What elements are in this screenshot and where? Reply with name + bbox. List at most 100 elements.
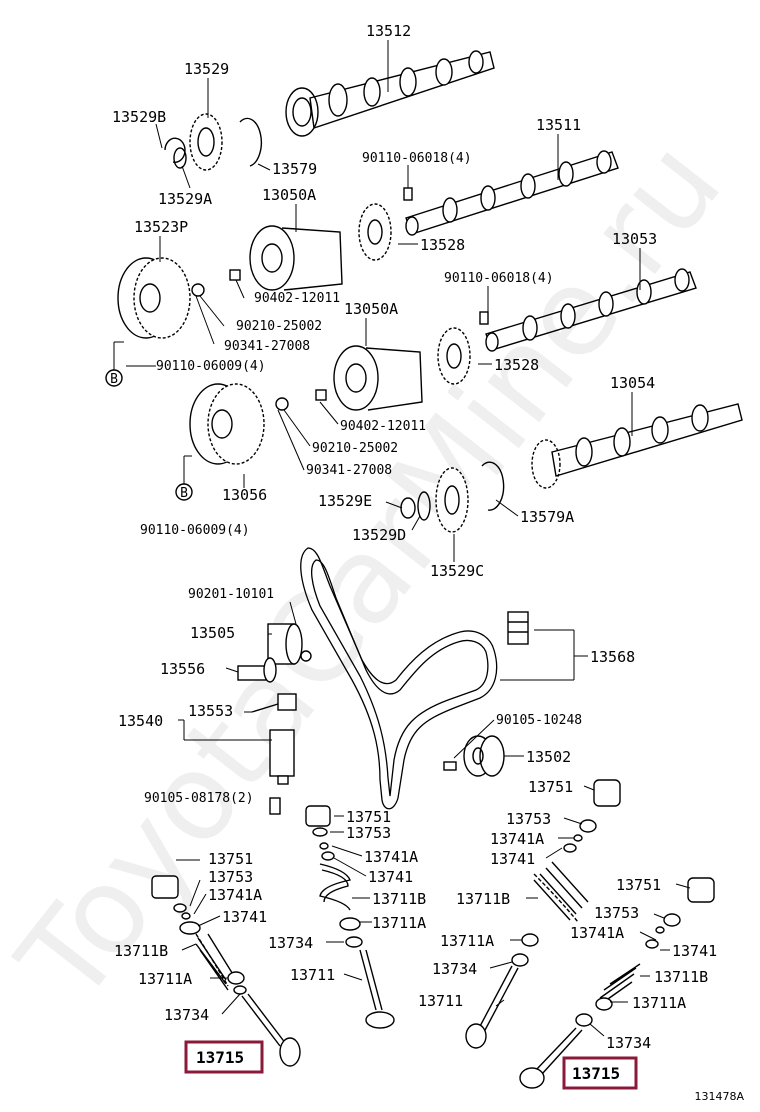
label-13579: 13579 (272, 160, 317, 178)
snap-ring-13529b (164, 137, 186, 163)
label-90341-27008-b: 90341-27008 (306, 463, 392, 478)
label-13751-b: 13751 (346, 808, 391, 826)
label-90341-27008-a: 90341-27008 (224, 339, 310, 354)
label-13050a-b: 13050A (344, 300, 398, 318)
label-13711a-b: 13711A (372, 914, 426, 932)
idler-13505 (267, 623, 312, 665)
bolt-90110-06018-a (403, 187, 413, 201)
label-13553: 13553 (188, 702, 233, 720)
valve-set-left (151, 875, 301, 1067)
svg-text:B: B (180, 486, 188, 501)
label-13753-c: 13753 (208, 868, 253, 886)
label-90105-10248: 90105-10248 (496, 713, 582, 728)
vvt-gear-13050a-upper (249, 225, 343, 291)
label-13753-d: 13753 (594, 904, 639, 922)
washer-90210-25002-b (275, 397, 289, 411)
valve-set-2 (305, 805, 395, 1029)
label-13556: 13556 (160, 660, 205, 678)
leader-lines (113, 40, 691, 1037)
label-13529c: 13529C (430, 562, 484, 580)
label-13711a-a: 13711A (440, 932, 494, 950)
label-13056: 13056 (222, 486, 267, 504)
label-13528-a: 13528 (420, 236, 465, 254)
label-13753-a: 13753 (506, 810, 551, 828)
label-13529d: 13529D (352, 526, 406, 544)
label-13741a-d: 13741A (570, 924, 624, 942)
washer-90210-25002-a (191, 283, 205, 297)
label-90110-06018-a: 90110-06018(4) (362, 151, 472, 166)
label-13753-b: 13753 (346, 824, 391, 842)
timing-belt (300, 547, 498, 810)
label-13511: 13511 (536, 116, 581, 134)
camshaft-13511 (405, 150, 619, 236)
label-13711-b: 13711 (290, 966, 335, 984)
label-13711b-d: 13711B (654, 968, 708, 986)
highlight-box-13715-left (184, 1040, 264, 1074)
idler-13502 (463, 735, 505, 777)
label-90402-12011-a: 90402-12011 (254, 291, 340, 306)
label-13741a-c: 13741A (208, 886, 262, 904)
bolt-90105-10248 (443, 761, 457, 771)
label-13053: 13053 (612, 230, 657, 248)
label-13741a-b: 13741A (364, 848, 418, 866)
label-13715-left: 13715 (196, 1048, 244, 1067)
label-13512: 13512 (366, 22, 411, 40)
label-13529: 13529 (184, 60, 229, 78)
label-13711b-b: 13711B (372, 890, 426, 908)
label-90105-08178: 90105-08178(2) (144, 791, 254, 806)
label-90110-06009-a: 90110-06009(4) (156, 359, 266, 374)
label-13050a-a: 13050A (262, 186, 316, 204)
sprocket-13529 (189, 113, 223, 171)
label-13751-d: 13751 (616, 876, 661, 894)
gear-13528-upper (358, 203, 392, 261)
snap-ring-13579 (239, 117, 263, 167)
label-13529b: 13529B (112, 108, 166, 126)
tensioner-13540 (251, 693, 297, 785)
label-13711b-c: 13711B (114, 942, 168, 960)
label-13054: 13054 (610, 374, 655, 392)
label-13529e: 13529E (318, 492, 372, 510)
label-13741-a: 13741 (490, 850, 535, 868)
camshaft-13512 (285, 50, 495, 137)
gear-13528-lower (437, 327, 471, 385)
label-13711b-a: 13711B (456, 890, 510, 908)
svg-text:B: B (110, 372, 118, 387)
label-90201-10101: 90201-10101 (188, 587, 274, 602)
label-13741-b: 13741 (368, 868, 413, 886)
figure-id: 131478A (694, 1090, 744, 1103)
label-13505: 13505 (190, 624, 235, 642)
label-13540: 13540 (118, 712, 163, 730)
label-13734-d: 13734 (606, 1034, 651, 1052)
pin-13529d (417, 491, 431, 521)
label-90110-06018-b: 90110-06018(4) (444, 271, 554, 286)
label-13523p: 13523P (134, 218, 188, 236)
timing-belt-inner (310, 559, 489, 797)
bolt-13556 (237, 657, 277, 683)
pulley-13056 (189, 383, 265, 465)
valve-set-3 (465, 779, 621, 1049)
label-13734-b: 13734 (268, 934, 313, 952)
label-13751-a: 13751 (528, 778, 573, 796)
label-90110-06009-b: 90110-06009(4) (140, 523, 250, 538)
part-labels: 13512 13529 13529B 13579 13529A 13511 90… (112, 22, 717, 1083)
highlight-box-13715-right (562, 1056, 638, 1090)
label-13741-c: 13741 (222, 908, 267, 926)
label-13711-a: 13711 (418, 992, 463, 1010)
label-13528-b: 13528 (494, 356, 539, 374)
label-90210-25002-a: 90210-25002 (236, 319, 322, 334)
label-13741a-a: 13741A (490, 830, 544, 848)
bolt-90110-06018-b (479, 311, 489, 325)
label-13734-a: 13734 (432, 960, 477, 978)
reference-marker-b-1: B (105, 369, 123, 387)
label-13751-c: 13751 (208, 850, 253, 868)
label-13711a-d: 13711A (632, 994, 686, 1012)
label-13579a: 13579A (520, 508, 574, 526)
label-13715-right: 13715 (572, 1064, 620, 1083)
label-13741-d: 13741 (672, 942, 717, 960)
pulley-13523p (117, 257, 191, 339)
sprocket-13529c (435, 467, 469, 533)
camshaft-13054 (531, 403, 743, 489)
belt-icon-13568 (507, 611, 529, 645)
valve-set-right (519, 877, 715, 1089)
